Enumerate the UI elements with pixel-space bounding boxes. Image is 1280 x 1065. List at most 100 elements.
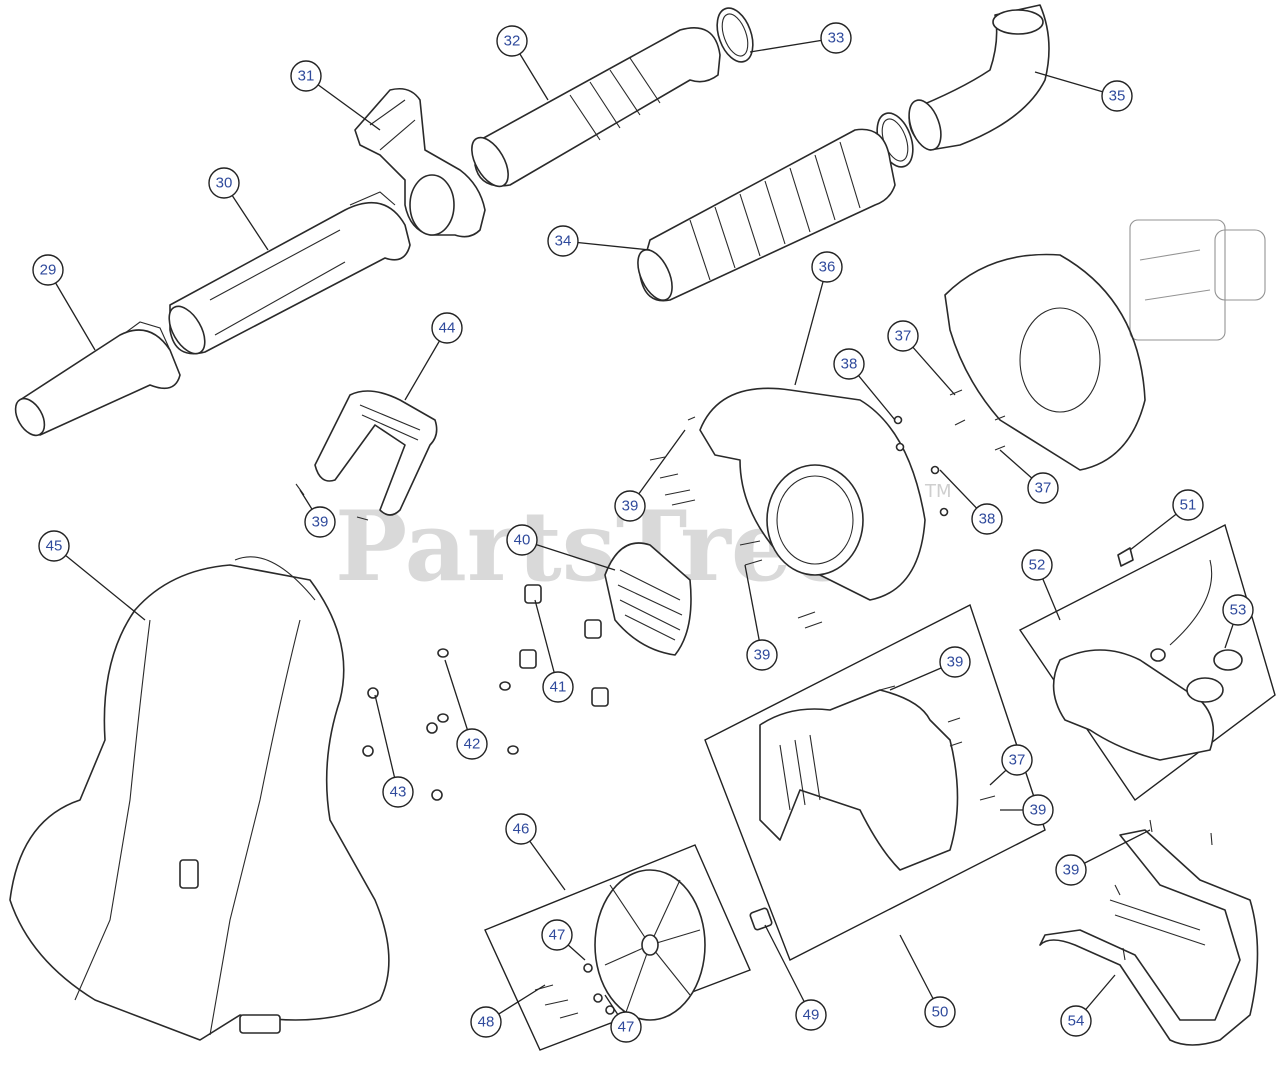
callout-c35: 35 (1101, 80, 1133, 112)
callout-circle (1027, 472, 1059, 504)
leader-c49 (764, 924, 812, 1016)
callout-circle (939, 646, 971, 678)
callout-c29: 29 (32, 254, 64, 286)
callout-label: 37 (895, 328, 912, 345)
callout-c30: 30 (208, 167, 240, 199)
callout-circle (1101, 80, 1133, 112)
callout-label: 42 (464, 736, 481, 753)
part-51-clip (1117, 547, 1134, 567)
callout-c39c: 39 (746, 639, 778, 671)
callout-label: 47 (618, 1019, 635, 1036)
callout-label: 39 (947, 654, 964, 671)
part-43-nuts (362, 687, 443, 801)
callout-c39a: 39 (304, 506, 336, 538)
callout-circle (811, 251, 843, 283)
callout-c40: 40 (506, 524, 538, 556)
small-screws (295, 389, 1213, 961)
part-29-nozzle (14, 321, 181, 437)
callout-c46: 46 (505, 813, 537, 845)
callout-label: 38 (841, 356, 858, 373)
callout-circle (304, 506, 336, 538)
callout-label: 44 (439, 320, 456, 337)
callout-circle (887, 320, 919, 352)
callout-circle (542, 671, 574, 703)
callout-label: 47 (549, 927, 566, 944)
callout-c33: 33 (820, 22, 852, 54)
callout-label: 37 (1035, 480, 1052, 497)
callout-c45: 45 (38, 530, 70, 562)
callout-circle (746, 639, 778, 671)
callout-circle (1222, 594, 1254, 626)
callout-circle (1060, 1005, 1092, 1037)
callout-label: 46 (513, 821, 530, 838)
callout-c31: 31 (290, 60, 322, 92)
callout-circle (470, 1006, 502, 1038)
callout-c39b: 39 (614, 490, 646, 522)
callout-c39d: 39 (939, 646, 971, 678)
callout-c36: 36 (811, 251, 843, 283)
callout-c39e: 39 (1022, 794, 1054, 826)
callout-label: 32 (504, 33, 521, 50)
callout-label: 51 (1180, 497, 1197, 514)
part-34-flex-hose (637, 128, 896, 302)
callout-c41: 41 (542, 671, 574, 703)
callout-c51: 51 (1172, 489, 1204, 521)
callout-label: 31 (298, 68, 315, 85)
callout-circle (610, 1011, 642, 1043)
callout-circle (506, 524, 538, 556)
callout-label: 49 (803, 1007, 820, 1024)
frame-46 (484, 844, 751, 1051)
callout-circle (456, 728, 488, 760)
part-30-tube (168, 191, 411, 355)
callout-c39f: 39 (1055, 854, 1087, 886)
callout-circle (547, 225, 579, 257)
callout-circle (1172, 489, 1204, 521)
callout-c47a: 47 (541, 919, 573, 951)
callout-label: 50 (932, 1004, 949, 1021)
callout-label: 48 (478, 1014, 495, 1031)
callout-c42: 42 (456, 728, 488, 760)
callout-label: 39 (1030, 802, 1047, 819)
callout-circle (833, 348, 865, 380)
callout-c32: 32 (496, 25, 528, 57)
callout-circle (541, 919, 573, 951)
callout-circle (38, 530, 70, 562)
part-33-clamps (716, 7, 914, 168)
part-45-backpack (9, 556, 390, 1041)
callout-c37c: 37 (1001, 744, 1033, 776)
leader-c45 (53, 545, 146, 621)
callout-label: 38 (979, 511, 996, 528)
callout-circle (924, 996, 956, 1028)
part-54-base-frame (1039, 829, 1259, 1046)
part-42-washers (437, 648, 519, 755)
callout-circle (614, 490, 646, 522)
callout-circle (208, 167, 240, 199)
callout-label: 39 (622, 498, 639, 515)
part-50-lower-housing (749, 689, 959, 931)
callout-c38b: 38 (971, 503, 1003, 535)
frame-52 (1018, 523, 1276, 802)
part-35-elbow (908, 4, 1050, 151)
callout-c44: 44 (431, 312, 463, 344)
callout-label: 36 (819, 259, 836, 276)
callout-circle (1055, 854, 1087, 886)
leader-c43 (374, 694, 399, 793)
callout-label: 43 (390, 784, 407, 801)
callout-label: 34 (555, 233, 572, 250)
part-52-fuel-tank (1052, 559, 1243, 761)
leader-c40 (521, 539, 616, 571)
callout-circle (32, 254, 64, 286)
callout-circle (1021, 549, 1053, 581)
callout-c37b: 37 (1027, 472, 1059, 504)
callout-circle (496, 25, 528, 57)
engine-outline (1129, 219, 1266, 341)
callout-label: 39 (1063, 862, 1080, 879)
part-41-mounts (519, 584, 609, 707)
callout-label: 35 (1109, 88, 1126, 105)
callout-label: 40 (514, 532, 531, 549)
callout-label: 33 (828, 30, 845, 47)
part-40-grille (604, 542, 692, 656)
callout-circle (382, 776, 414, 808)
part-32-upper-tube (471, 27, 721, 188)
